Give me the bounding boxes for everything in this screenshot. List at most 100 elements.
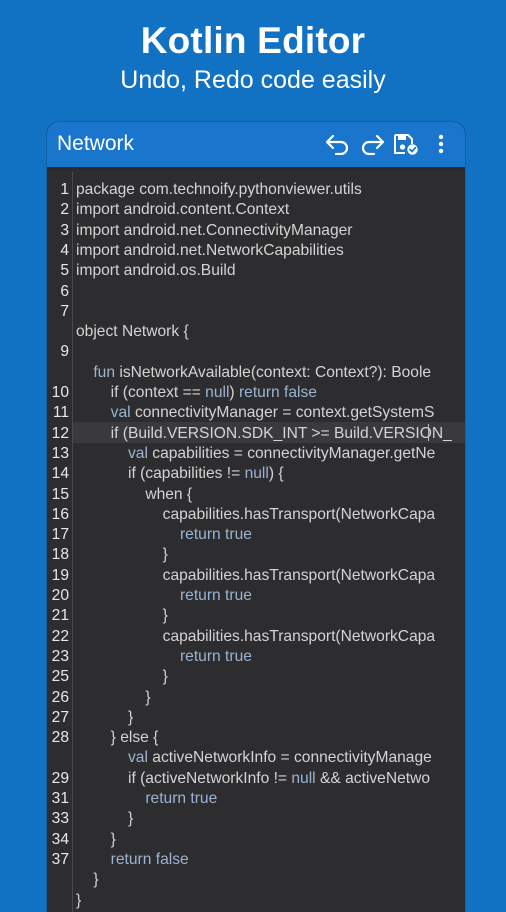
code-line[interactable]: 20 return true <box>47 585 465 606</box>
line-number: 37 <box>51 850 69 868</box>
code-line[interactable]: 33 } <box>47 808 465 829</box>
code-line[interactable]: 25 } <box>47 666 465 687</box>
code-keyword: return true <box>145 790 218 807</box>
redo-button[interactable] <box>357 129 387 159</box>
code-text: } else { <box>76 727 159 748</box>
code-token: } <box>76 668 168 686</box>
code-line[interactable]: 27 } <box>47 707 465 728</box>
code-token: } <box>76 688 151 706</box>
code-keyword: val <box>128 444 148 462</box>
code-token <box>76 445 128 462</box>
code-line[interactable]: 9 <box>47 341 465 362</box>
code-token: capabilities.hasTransport(NetworkCapa <box>76 627 436 645</box>
code-text: package com.technoify.pythonviewer.utils <box>76 179 362 200</box>
code-text: import android.net.NetworkCapabilities <box>76 240 344 261</box>
code-line[interactable]: 2 import android.content.Context <box>47 199 465 220</box>
current-line-highlight <box>73 422 465 443</box>
code-token: } <box>76 708 134 726</box>
code-line[interactable]: 16 capabilities.hasTransport(NetworkCapa <box>47 504 465 525</box>
code-token: isNetworkAvailable(context: Context?): B… <box>115 363 432 381</box>
line-number: 2 <box>60 201 69 219</box>
code-line[interactable]: 29 if (activeNetworkInfo != null && acti… <box>47 768 465 789</box>
code-token: } <box>76 891 82 909</box>
promo-subtitle: Undo, Redo code easily <box>120 66 386 94</box>
line-number: 25 <box>51 668 69 686</box>
line-number: 3 <box>60 221 69 239</box>
code-line[interactable]: 7 <box>47 301 465 322</box>
code-line[interactable]: 11 val connectivityManager = context.get… <box>47 402 465 423</box>
code-token: import android.content.Context <box>76 201 290 219</box>
code-keyword: return true <box>179 526 252 544</box>
code-line[interactable]: 17 return true <box>47 524 465 545</box>
text-cursor <box>428 424 429 441</box>
line-number: 17 <box>51 526 69 544</box>
code-keyword: return false <box>238 384 317 401</box>
code-token: capabilities.hasTransport(NetworkCapa <box>76 566 436 584</box>
code-text: } <box>76 890 81 911</box>
code-line[interactable]: fun isNetworkAvailable(context: Context?… <box>47 362 465 383</box>
code-token: } else { <box>76 729 159 747</box>
code-line[interactable]: } <box>47 869 465 890</box>
code-text: val capabilities = connectivityManager.g… <box>76 443 435 464</box>
code-line[interactable]: 6 <box>47 281 465 302</box>
code-line[interactable]: 21 } <box>47 605 465 626</box>
code-line[interactable]: 37 return false <box>47 849 465 870</box>
code-line[interactable]: } <box>47 890 465 911</box>
code-line[interactable]: 15 when { <box>47 484 465 505</box>
code-line[interactable]: 22 capabilities.hasTransport(NetworkCapa <box>47 626 465 647</box>
line-number: 20 <box>51 587 69 604</box>
code-line[interactable]: 12 if (Build.VERSION.SDK_INT >= Build.VE… <box>47 423 465 444</box>
code-keyword: return false <box>110 850 189 868</box>
line-number: 19 <box>51 566 69 584</box>
line-number: 9 <box>60 343 69 361</box>
app-bar: Network <box>47 122 465 167</box>
code-line[interactable]: 14 if (capabilities != null) { <box>47 463 465 484</box>
code-line[interactable]: 18 } <box>47 544 465 565</box>
code-line[interactable]: 19 capabilities.hasTransport(NetworkCapa <box>47 565 465 586</box>
line-number: 28 <box>51 729 69 747</box>
code-token: ) { <box>268 465 284 483</box>
code-keyword: null <box>244 465 269 483</box>
line-number: 31 <box>51 790 69 807</box>
code-token <box>76 587 180 604</box>
line-number: 15 <box>51 485 69 503</box>
line-number: 14 <box>51 465 69 483</box>
more-vert-icon <box>438 134 444 154</box>
save-button[interactable] <box>391 129 421 159</box>
code-line[interactable]: object Network { <box>47 321 465 342</box>
code-line[interactable]: 10 if (context == null) return false <box>47 382 465 403</box>
code-text: } <box>76 687 151 708</box>
code-line[interactable]: val activeNetworkInfo = connectivityMana… <box>47 747 465 768</box>
code-text: return true <box>76 524 252 545</box>
code-text: return true <box>76 646 252 667</box>
code-token: when { <box>76 485 193 503</box>
code-token: connectivityManager = context.getSystemS <box>130 404 435 422</box>
line-number: 6 <box>60 282 69 300</box>
code-token: } <box>76 810 134 828</box>
line-number: 5 <box>60 262 69 280</box>
line-number: 26 <box>51 688 69 706</box>
code-keyword: return true <box>179 587 252 604</box>
line-number: 29 <box>51 769 69 787</box>
code-text: when { <box>76 484 192 505</box>
code-token: import android.net.NetworkCapabilities <box>76 241 344 259</box>
code-line[interactable]: 34 } <box>47 829 465 850</box>
more-options-button[interactable] <box>431 129 451 159</box>
promo-title: Kotlin Editor <box>140 20 366 61</box>
code-line[interactable]: 26 } <box>47 687 465 708</box>
undo-button[interactable] <box>323 129 353 159</box>
appbar-divider <box>47 167 465 171</box>
code-line[interactable]: 13 val capabilities = connectivityManage… <box>47 443 465 464</box>
code-token: } <box>76 871 99 889</box>
code-token <box>76 790 145 807</box>
code-line[interactable]: 28 } else { <box>47 727 465 748</box>
code-line[interactable]: 31 return true <box>47 788 465 809</box>
code-token: && activeNetwo <box>315 769 431 787</box>
code-text: if (capabilities != null) { <box>76 463 284 484</box>
code-line[interactable]: 23 return true <box>47 646 465 667</box>
